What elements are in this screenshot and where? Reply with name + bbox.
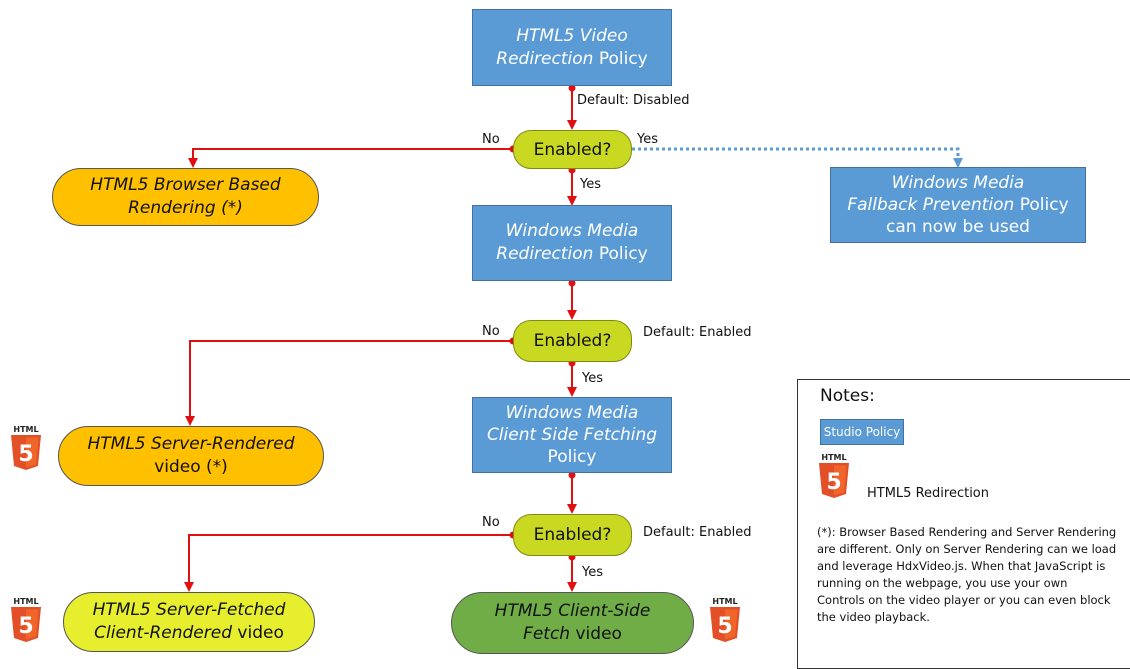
legend-html5-redirection: HTML5 Redirection xyxy=(867,486,989,501)
policy-box-italic-text: Fallback Prevention xyxy=(847,195,1015,215)
label-default-disabled: Default: Disabled xyxy=(577,93,690,108)
policy-box-text: Policy xyxy=(593,48,648,69)
label-yes-1-down: Yes xyxy=(580,177,601,192)
policy-box-html5-video-redirection: HTML5 Video Redirection Policy xyxy=(472,9,672,86)
svg-text:HTML: HTML xyxy=(821,453,846,462)
outcome-line: video (*) xyxy=(154,457,228,477)
policy-box-text: Policy xyxy=(1014,195,1069,215)
notes-paragraph: (*): Browser Based Rendering and Server … xyxy=(817,525,1117,624)
label-yes-3: Yes xyxy=(582,565,603,580)
policy-box-client-side-fetching: Windows Media Client Side Fetching Polic… xyxy=(472,397,672,473)
html5-logo-icon: HTML 5 xyxy=(11,425,41,470)
html5-logo-icon: HTML 5 xyxy=(710,597,740,642)
policy-box-windows-media-redirection: Windows Media Redirection Policy xyxy=(472,205,672,281)
notes-title: Notes: xyxy=(820,386,875,406)
policy-box-line: Windows Media xyxy=(505,221,639,241)
policy-box-fallback-prevention: Windows Media Fallback Prevention Policy… xyxy=(830,167,1086,243)
decision-enabled-3: Enabled? xyxy=(513,514,632,556)
label-yes-2: Yes xyxy=(582,371,603,386)
arrow-decision3-no xyxy=(184,534,513,592)
html5-logo-icon: HTML 5 xyxy=(11,597,41,642)
outcome-text: video xyxy=(570,624,622,644)
policy-box-line: Windows Media xyxy=(505,403,639,423)
label-no-3: No xyxy=(482,515,500,530)
outcome-html5-server-rendered: HTML5 Server-Rendered video (*) xyxy=(58,426,324,486)
label-no-2: No xyxy=(482,324,500,339)
svg-text:5: 5 xyxy=(826,470,841,495)
label-yes-1-right: Yes xyxy=(637,132,658,147)
decision-enabled-2: Enabled? xyxy=(513,320,632,362)
svg-text:5: 5 xyxy=(18,614,33,639)
outcome-line: HTML5 Server-Rendered xyxy=(87,434,295,454)
outcome-html5-browser-based-rendering: HTML5 Browser Based Rendering (*) xyxy=(52,168,319,226)
policy-box-line: HTML5 Video xyxy=(516,25,628,46)
arrow-decision2-no xyxy=(185,340,513,426)
outcome-line: HTML5 Client-Side xyxy=(494,601,651,621)
outcome-html5-client-side-fetch: HTML5 Client-Side Fetch video xyxy=(451,592,694,654)
policy-box-line: Client Side Fetching xyxy=(486,425,658,445)
policy-box-line: Windows Media xyxy=(891,173,1025,193)
policy-box-italic-text: Redirection xyxy=(496,244,594,264)
svg-text:HTML: HTML xyxy=(712,597,737,606)
policy-box-text: Policy xyxy=(593,244,648,264)
notes-panel: Notes: Studio Policy HTML 5 HTML5 Redire… xyxy=(797,379,1130,669)
outcome-text: video xyxy=(232,623,284,643)
arrow-decision1-yes-dotted xyxy=(632,147,963,168)
label-no-1: No xyxy=(482,132,500,147)
outcome-line: Rendering (*) xyxy=(128,198,243,218)
label-default-enabled-2: Default: Enabled xyxy=(643,325,752,340)
label-default-enabled-3: Default: Enabled xyxy=(643,525,752,540)
outcome-italic-text: Client-Rendered xyxy=(94,623,233,643)
html5-logo-icon: HTML 5 xyxy=(819,453,849,498)
decision-enabled-1: Enabled? xyxy=(513,130,632,169)
svg-text:HTML: HTML xyxy=(13,425,38,434)
svg-text:HTML: HTML xyxy=(13,597,38,606)
outcome-html5-server-fetched-client-rendered: HTML5 Server-Fetched Client-Rendered vid… xyxy=(63,592,315,652)
policy-box-line: Policy xyxy=(547,447,597,467)
outcome-italic-text: Fetch xyxy=(523,624,571,644)
svg-text:5: 5 xyxy=(717,614,732,639)
arrow-decision1-no xyxy=(188,148,513,168)
outcome-line: HTML5 Server-Fetched xyxy=(92,600,286,620)
policy-box-italic-text: Redirection xyxy=(496,48,594,69)
policy-box-line: can now be used xyxy=(886,217,1030,237)
outcome-line: HTML5 Browser Based xyxy=(90,175,281,195)
legend-studio-policy: Studio Policy xyxy=(820,419,904,445)
svg-text:5: 5 xyxy=(18,442,33,467)
